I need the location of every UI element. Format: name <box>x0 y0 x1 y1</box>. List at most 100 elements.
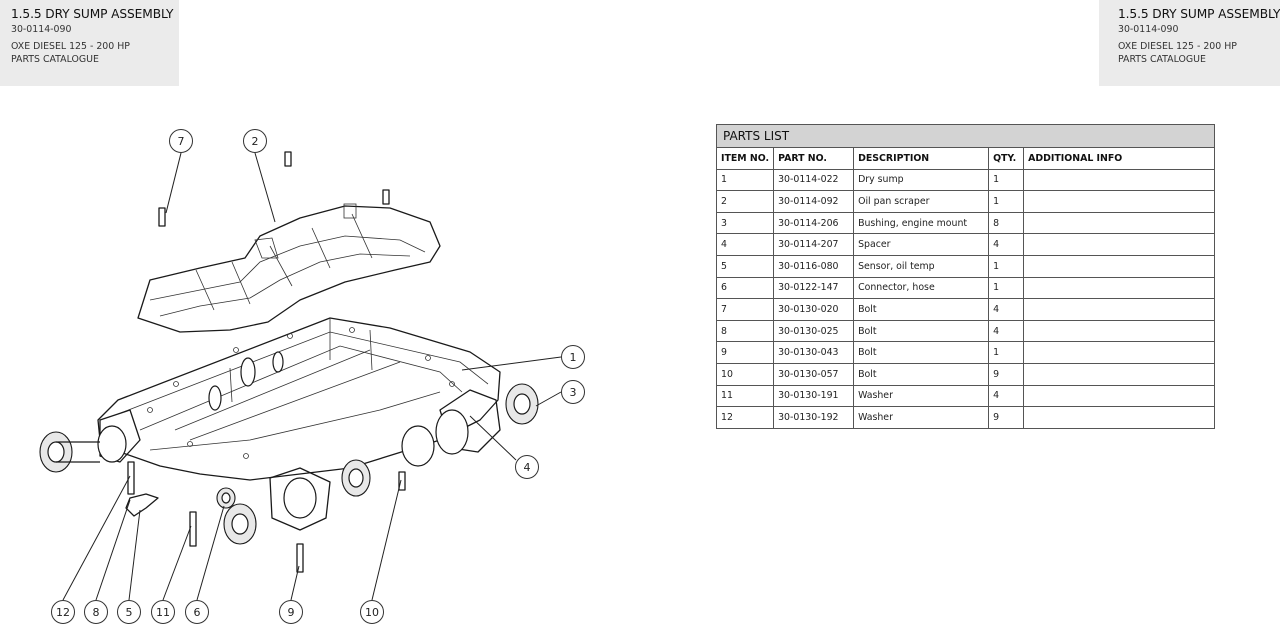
cell-qty: 8 <box>988 211 1025 235</box>
engine-mount-bushings <box>39 383 539 545</box>
cell-part-no: 30-0122-147 <box>773 276 855 300</box>
cell-part-no: 30-0130-043 <box>773 341 855 364</box>
svg-text:1: 1 <box>570 351 577 364</box>
cell-description: Oil pan scraper <box>853 190 990 213</box>
product-name: OXE DIESEL 125 - 200 HP <box>11 41 130 52</box>
svg-text:11: 11 <box>156 606 170 619</box>
cell-item-no: 6 <box>715 276 775 300</box>
svg-text:9: 9 <box>288 606 295 619</box>
oil-pan-scraper <box>137 203 441 333</box>
cell-additional-info <box>1023 276 1215 300</box>
cell-item-no: 7 <box>715 298 775 321</box>
callout-2: 2 <box>243 129 267 153</box>
cell-additional-info <box>1023 384 1215 408</box>
callout-6: 6 <box>185 600 209 624</box>
cell-qty: 1 <box>988 190 1025 213</box>
svg-text:5: 5 <box>126 606 133 619</box>
cell-part-no: 30-0130-057 <box>773 362 855 386</box>
callout-8: 8 <box>84 600 108 624</box>
cell-additional-info <box>1023 254 1215 278</box>
cell-qty: 4 <box>988 298 1025 321</box>
cell-description: Connector, hose <box>853 276 990 300</box>
callout-11: 11 <box>151 600 175 624</box>
cell-additional-info <box>1023 298 1215 321</box>
svg-text:3: 3 <box>570 386 577 399</box>
col-qty: QTY. <box>988 147 1025 170</box>
fasteners <box>125 151 406 573</box>
parts-list-header-row: ITEM NO. PART NO. DESCRIPTION QTY. ADDIT… <box>715 147 1215 170</box>
cell-additional-info <box>1023 168 1215 192</box>
cell-qty: 4 <box>988 233 1025 256</box>
cell-qty: 4 <box>988 319 1025 343</box>
cell-item-no: 3 <box>715 211 775 235</box>
cell-part-no: 30-0114-092 <box>773 190 855 213</box>
cell-description: Bolt <box>853 319 990 343</box>
cell-part-no: 30-0114-206 <box>773 211 855 235</box>
col-additional-info: ADDITIONAL INFO <box>1023 147 1215 170</box>
cell-description: Sensor, oil temp <box>853 254 990 278</box>
col-item-no: ITEM NO. <box>715 147 775 170</box>
cell-item-no: 11 <box>715 384 775 408</box>
catalogue-label: PARTS CATALOGUE <box>1118 54 1206 65</box>
cell-item-no: 2 <box>715 190 775 213</box>
dry-sump-housing <box>97 317 501 481</box>
cell-description: Bushing, engine mount <box>853 211 990 235</box>
svg-text:12: 12 <box>56 606 70 619</box>
mount-lugs <box>97 389 501 531</box>
svg-text:8: 8 <box>93 606 100 619</box>
catalogue-label: PARTS CATALOGUE <box>11 54 99 65</box>
cell-qty: 1 <box>988 168 1025 192</box>
callout-1: 1 <box>561 345 585 369</box>
parts-list-title: PARTS LIST <box>716 124 1215 148</box>
cell-description: Bolt <box>853 298 990 321</box>
col-part-no: PART NO. <box>773 147 855 170</box>
cell-item-no: 5 <box>715 254 775 278</box>
svg-text:10: 10 <box>365 606 379 619</box>
col-description: DESCRIPTION <box>853 147 990 170</box>
cell-part-no: 30-0114-022 <box>773 168 855 192</box>
cell-item-no: 9 <box>715 341 775 364</box>
cell-part-no: 30-0130-191 <box>773 384 855 408</box>
cell-qty: 1 <box>988 254 1025 278</box>
cell-description: Bolt <box>853 362 990 386</box>
cell-part-no: 30-0130-020 <box>773 298 855 321</box>
cell-description: Washer <box>853 384 990 408</box>
callout-4: 4 <box>515 455 539 479</box>
cell-item-no: 8 <box>715 319 775 343</box>
cell-qty: 1 <box>988 341 1025 364</box>
svg-text:4: 4 <box>524 461 531 474</box>
cell-qty: 1 <box>988 276 1025 300</box>
cell-additional-info <box>1023 233 1215 256</box>
cell-item-no: 10 <box>715 362 775 386</box>
exploded-view-diagram: 7 2 1 3 4 12 8 5 11 6 9 10 <box>39 129 585 624</box>
svg-text:2: 2 <box>252 135 259 148</box>
header-right: 1.5.5 DRY SUMP ASSEMBLY 30-0114-090 OXE … <box>1099 0 1280 86</box>
cell-additional-info <box>1023 406 1215 429</box>
cell-description: Washer <box>853 406 990 429</box>
cell-part-no: 30-0114-207 <box>773 233 855 256</box>
cell-additional-info <box>1023 362 1215 386</box>
svg-text:7: 7 <box>178 135 185 148</box>
cell-item-no: 12 <box>715 406 775 429</box>
product-name: OXE DIESEL 125 - 200 HP <box>1118 41 1237 52</box>
parts-list-table: PARTS LIST ITEM NO. PART NO. DESCRIPTION… <box>715 124 1215 429</box>
cell-part-no: 30-0130-025 <box>773 319 855 343</box>
section-title: 1.5.5 DRY SUMP ASSEMBLY <box>1118 7 1280 21</box>
callout-7: 7 <box>169 129 193 153</box>
doc-number: 30-0114-090 <box>11 24 72 35</box>
callout-9: 9 <box>279 600 303 624</box>
callout-3: 3 <box>561 380 585 404</box>
header-left: 1.5.5 DRY SUMP ASSEMBLY 30-0114-090 OXE … <box>0 0 179 86</box>
cell-part-no: 30-0116-080 <box>773 254 855 278</box>
cell-description: Dry sump <box>853 168 990 192</box>
cell-additional-info <box>1023 341 1215 364</box>
